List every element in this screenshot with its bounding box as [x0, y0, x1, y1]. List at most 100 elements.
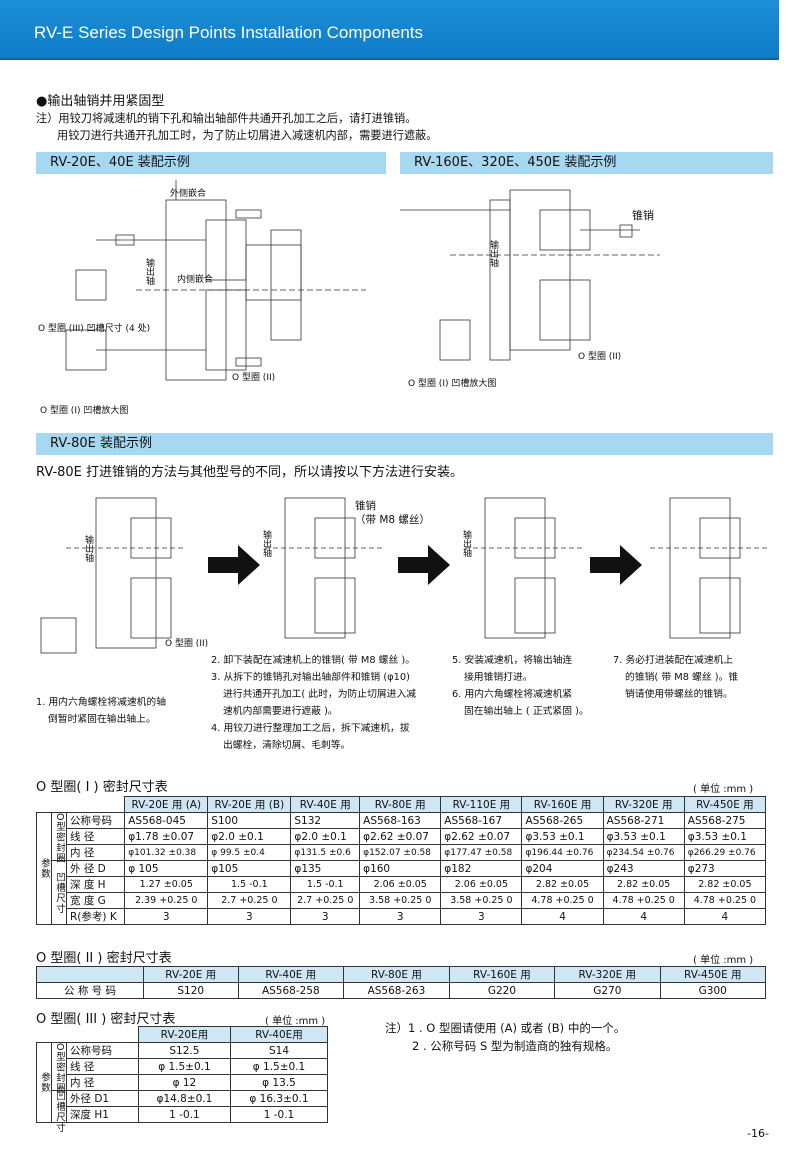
cell: φ196.44 ±0.76: [521, 844, 604, 861]
cell: 3: [440, 908, 523, 925]
label-taper-pin-m8: 锥销: [355, 500, 376, 512]
cell: 2.39 +0.25 0: [124, 892, 209, 909]
step-line: 7. 务必打进装配在减速机上: [613, 655, 734, 666]
page-title: RV-E Series Design Points Installation C…: [34, 23, 423, 42]
table-row: 参数 O型密封圈 公称号码 S12.5 S14: [36, 1042, 329, 1123]
label-output-shaft-s5: 输出轴: [461, 530, 471, 557]
side-groove: 凹槽尺寸: [51, 860, 67, 925]
page-number: -16-: [747, 1127, 769, 1140]
cell: φ 13.5: [229, 1074, 329, 1091]
label-oring-2: O 型圈 (II): [232, 373, 276, 383]
cell: AS568-045: [124, 812, 209, 829]
table-row: 凹槽尺寸 外径 D1 φ14.8±0.1 φ 16.3±0.1: [37, 1090, 329, 1133]
step-line: 4. 用铰刀进行整理加工之后，拆下减速机，拔: [211, 723, 410, 734]
bar-rv80: RV-80E 装配示例: [36, 433, 773, 455]
cell: φ2.62 ±0.07: [440, 828, 523, 845]
cell: 2.06 ±0.05: [359, 876, 442, 893]
row-label: 公 称 号 码: [36, 982, 144, 999]
row-label: 深度 H1: [66, 1106, 139, 1123]
step-1-line: 倒暂时紧固在输出轴上。: [48, 714, 156, 725]
col-header: RV-80E 用: [359, 796, 442, 813]
col-header: RV-40E用: [229, 1026, 329, 1043]
table-row: 内 径 φ 12 φ 13.5: [37, 1074, 329, 1091]
cell: 3.58 +0.25 0: [440, 892, 523, 909]
label-taper-pin-m8-note: （带 M8 螺丝）: [355, 514, 430, 526]
rv80-intro: RV-80E 打进锥销的方法与其他型号的不同，所以请按以下方法进行安装。: [36, 465, 464, 480]
cell: φ2.62 ±0.07: [359, 828, 442, 845]
row-label: 公称号码: [66, 1042, 139, 1059]
label-output-shaft-s1: 输出轴: [83, 535, 93, 562]
cell: 4: [602, 908, 685, 925]
cell: 2.7 +0.25 0: [290, 892, 361, 909]
cell: φ266.29 ±0.76: [683, 844, 767, 861]
header-bar: RV-E Series Design Points Installation C…: [0, 0, 779, 60]
cell: 4: [521, 908, 604, 925]
side-oring: O型密封圈: [51, 812, 67, 863]
cell: S120: [143, 982, 239, 999]
table2-corner: [36, 966, 144, 983]
cell: 1 -0.1: [137, 1106, 231, 1123]
step-line: 3. 从拆下的锥销孔对输出轴部件和锥销 (φ10): [211, 672, 410, 683]
col-header: RV-450E 用: [683, 796, 767, 813]
cell: φ273: [683, 860, 767, 877]
label-groove-1-zoom: O 型圈 (I) 凹槽放大图: [40, 406, 129, 416]
row-label: 外径 D1: [66, 1090, 139, 1107]
cell: φ2.0 ±0.1: [207, 828, 292, 845]
col-header: RV-20E 用 (B): [207, 796, 292, 813]
col-header: RV-110E 用: [440, 796, 523, 813]
row-label: 线 径: [65, 828, 126, 845]
cell: 4.78 +0.25 0: [602, 892, 685, 909]
table2-title: O 型圈( II ) 密封尺寸表: [36, 951, 172, 966]
cell: φ135: [290, 860, 361, 877]
cell: φ105: [207, 860, 292, 877]
label-oring-2-s1: O 型圈 (II): [165, 639, 209, 649]
cell: 2.82 ±0.05: [683, 876, 767, 893]
col-header: RV-20E 用: [143, 966, 239, 983]
rv80-step7-diagram: [650, 497, 770, 639]
rv80-step1-diagram: [40, 497, 186, 654]
footnote-1: 注）1 . O 型圈请使用 (A) 或者 (B) 中的一个。: [385, 1021, 626, 1035]
cell: AS568-263: [343, 982, 450, 999]
side-groove: 凹槽尺寸: [51, 1090, 67, 1133]
step-line: 5. 安装减速机，将输出轴连: [452, 655, 573, 666]
cell: 1.5 -0.1: [207, 876, 292, 893]
cell: G270: [554, 982, 661, 999]
step-1-line: 1. 用内六角螺栓将减速机的轴: [36, 697, 167, 708]
step-line: 进行共通开孔加工( 此时，为防止切屑进入减: [223, 689, 417, 700]
cell: 2.7 +0.25 0: [207, 892, 292, 909]
cell: S100: [207, 812, 292, 829]
step-7: 7. 务必打进装配在减速机上 的锥销( 带 M8 螺丝 )。锥 销请使用带螺丝的…: [613, 652, 738, 703]
cell: φ 99.5 ±0.4: [207, 844, 292, 861]
row-label: R(参考) K: [65, 908, 126, 925]
step-line: 出螺栓，清除切屑、毛刺等。: [223, 740, 351, 751]
label-oring-2-right: O 型圈 (II): [578, 352, 622, 362]
cell: φ 105: [124, 860, 209, 877]
col-header: RV-40E 用: [290, 796, 361, 813]
col-header: RV-20E用: [137, 1026, 231, 1043]
cell: φ 1.5±0.1: [229, 1058, 329, 1075]
steps-2-4: 2. 卸下装配在减速机上的锥销( 带 M8 螺丝 )。 3. 从拆下的锥销孔对输…: [211, 652, 416, 754]
label-groove-1-zoom-right: O 型圈 (I) 凹槽放大图: [408, 379, 497, 389]
label-output-shaft: 输出轴: [144, 258, 154, 285]
cell: AS568-258: [237, 982, 345, 999]
table1-title: O 型圈( I ) 密封尺寸表: [36, 780, 168, 795]
cell: φ 1.5±0.1: [137, 1058, 231, 1075]
step-line: 接用锥销打进。: [464, 672, 533, 683]
bar-rv20-40: RV-20E、40E 装配示例: [36, 152, 386, 174]
bar-rv160-450: RV-160E、320E、450E 装配示例: [400, 152, 773, 174]
table2-unit: ( 单位 :mm ): [693, 955, 754, 966]
cell: φ243: [602, 860, 685, 877]
oring3-table: RV-20E用 RV-40E用 参数 O型密封圈 公称号码 S12.5 S14 …: [36, 1026, 329, 1133]
row-label: 内 径: [66, 1074, 139, 1091]
cell: 4.78 +0.25 0: [521, 892, 604, 909]
arrow-right-icon: [208, 545, 260, 585]
cell: AS568-167: [440, 812, 523, 829]
note-line-2: 用铰刀进行共通开孔加工时，为了防止切屑进入减速机内部，需要进行遮蔽。: [57, 129, 438, 142]
table-row: 深度 H1 1 -0.1 1 -0.1: [37, 1106, 329, 1123]
cell: 3: [124, 908, 209, 925]
cell: S14: [229, 1042, 329, 1059]
